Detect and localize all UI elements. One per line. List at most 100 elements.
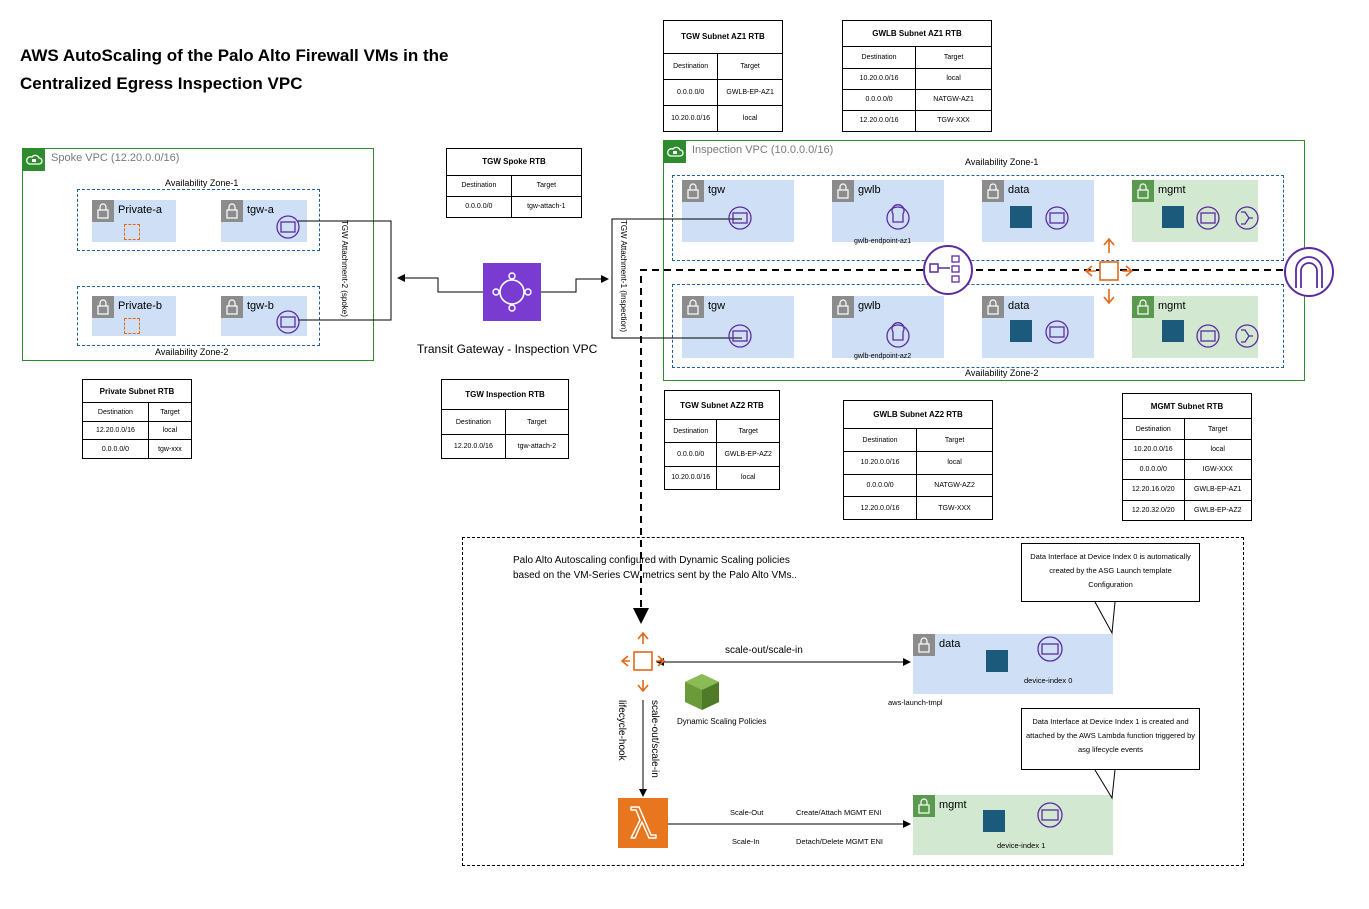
launch-template-label: aws-launch-tmpl: [888, 698, 943, 707]
dashed-flow-line: [633, 269, 1283, 624]
table-title: GWLB Subnet AZ1 RTB: [842, 19, 992, 48]
cell: 12.20.0.0/16: [441, 433, 506, 460]
lock-icon: [913, 795, 935, 817]
lock-icon: [1132, 296, 1154, 318]
palo-alto-logo: [986, 650, 1008, 672]
cell: 0.0.0.0/0: [82, 439, 149, 459]
callout1-pointer: [1094, 601, 1116, 635]
scale-in-label: Scale-In: [732, 837, 760, 846]
lock-icon: [92, 200, 114, 222]
cloud-icon: [664, 141, 686, 163]
device-index-0-label: device-index 0: [1024, 676, 1073, 685]
lock-icon: [982, 180, 1004, 202]
autoscaling-group: [462, 537, 1244, 866]
auto-scaling-icon: [1084, 237, 1134, 305]
auto-scaling-group-icon: [620, 631, 666, 693]
dynamic-scaling-policies-label: Dynamic Scaling Policies: [677, 717, 767, 726]
subnet-name: gwlb: [858, 184, 881, 196]
table-title: TGW Spoke RTB: [446, 148, 582, 176]
spoke-az2: [77, 286, 320, 346]
inspection-az1: [672, 175, 1284, 261]
cell: 12.20.0.0/16: [841, 109, 917, 133]
header-destination: Destination: [662, 52, 719, 80]
inspection-az2-mgmt-subnet: mgmt: [1132, 296, 1258, 358]
eni-icons: [276, 204, 1259, 828]
callout-mgmt-interface: Data Interface at Device Index 1 is crea…: [1021, 708, 1200, 770]
subnet-private-a: Private-a: [92, 200, 176, 242]
lock-icon: [913, 634, 935, 656]
inspection-az2-data-subnet: data: [982, 296, 1094, 358]
cell: tgw-xxx: [147, 439, 193, 459]
palo-alto-logo: [1010, 320, 1032, 342]
cell: local: [717, 104, 783, 133]
subnet-name: gwlb: [858, 300, 881, 312]
header-target: Target: [915, 46, 992, 69]
lock-icon: [832, 296, 854, 318]
palo-alto-logo: [1010, 206, 1032, 228]
title-line-2: Centralized Egress Inspection VPC: [20, 74, 303, 93]
subnet-name: mgmt: [1158, 184, 1186, 196]
lock-icon: [221, 200, 243, 222]
description-line-1: Palo Alto Autoscaling configured with Dy…: [513, 555, 790, 566]
header-target: Target: [717, 52, 783, 80]
spoke-az1: [77, 189, 320, 251]
spoke-az1-label: Availability Zone-1: [165, 178, 239, 188]
transit-gateway-label: Transit Gateway - Inspection VPC: [417, 342, 598, 356]
subnet-name: tgw-b: [247, 300, 274, 312]
spoke-az2-label: Availability Zone-2: [155, 347, 229, 357]
cell: 10.20.0.0/16: [662, 104, 719, 133]
eni-icon: [276, 310, 300, 334]
table-title: MGMT Subnet RTB: [1122, 392, 1252, 420]
cloud-icon: [23, 149, 45, 171]
lock-icon: [221, 296, 243, 318]
cell: GWLB-EP-AZ2: [1183, 499, 1253, 522]
description-line-2: based on the VM-Series CW metrics sent b…: [513, 570, 798, 581]
lock-icon: [682, 296, 704, 318]
spoke-attachment-bracket: [298, 220, 392, 321]
palo-alto-logo: [1162, 206, 1184, 228]
subnet-name: data: [1008, 300, 1030, 312]
detach-eni-label: Detach/Delete MGMT ENI: [796, 837, 883, 846]
cell: TGW-XXX: [915, 109, 992, 133]
transit-gateway-icon: [483, 263, 541, 321]
cell: tgw-attach-2: [504, 433, 570, 460]
cell: 10.20.0.0/16: [663, 465, 718, 491]
table-title: GWLB Subnet AZ2 RTB: [843, 399, 993, 430]
scale-label: scale-out/scale-in: [725, 645, 803, 656]
gateway-load-balancer-icon: [923, 245, 973, 295]
cell: tgw-attach-1: [510, 195, 583, 219]
subnet-tgw-b: tgw-b: [221, 296, 307, 336]
tgw-to-inspection-arrow: [541, 275, 609, 293]
subnet-name: Private-a: [118, 204, 163, 216]
diagram-title: AWS AutoScaling of the Palo Alto Firewal…: [20, 42, 449, 98]
inspection-vpc-label: Inspection VPC (10.0.0.0/16): [692, 144, 834, 156]
palo-alto-logo: [983, 810, 1005, 832]
eni-icon-frame: [280, 221, 296, 233]
subnet-name: data: [939, 638, 961, 650]
lock-icon: [92, 296, 114, 318]
inspection-az1-label: Availability Zone-1: [965, 157, 1039, 167]
subnet-tgw-a: tgw-a: [221, 200, 307, 242]
cell: local: [915, 67, 992, 90]
inspection-az1-tgw-subnet: tgw: [682, 180, 794, 242]
gwlb-endpoint-az1-label: gwlb-endpoint-az1: [854, 238, 912, 245]
lambda-icon: [618, 798, 668, 848]
tgw-to-spoke-arrow: [397, 274, 483, 293]
device-index-1-label: device-index 1: [997, 841, 1046, 850]
create-eni-label: Create/Attach MGMT ENI: [796, 808, 882, 817]
lock-icon: [982, 296, 1004, 318]
inspection-az2-label: Availability Zone-2: [965, 368, 1039, 378]
inspection-az2-gwlb-subnet: gwlb gwlb-endpoint-az2: [832, 296, 944, 360]
cell: 10.20.0.0/16: [841, 67, 917, 90]
lock-icon: [1132, 180, 1154, 202]
spoke-vpc: Spoke VPC (12.20.0.0/16): [22, 148, 374, 361]
internet-gateway-icon: [1284, 247, 1334, 297]
subnet-name: tgw-a: [247, 204, 274, 216]
table-title: TGW Inspection RTB: [441, 378, 569, 411]
